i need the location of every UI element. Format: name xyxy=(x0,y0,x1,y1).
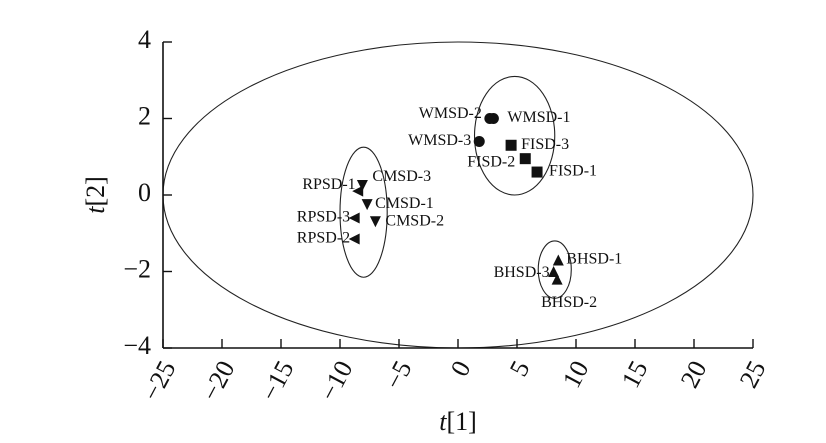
point-bhsd-2 xyxy=(551,273,563,285)
point-label-wmsd-2: WMSD-2 xyxy=(419,105,482,122)
x-tick-label: 15 xyxy=(616,356,654,393)
point-fisd-1 xyxy=(531,166,543,178)
point-label-wmsd-1: WMSD-1 xyxy=(507,109,570,126)
ellipses-layer xyxy=(162,41,754,349)
point-fisd-3 xyxy=(505,139,517,151)
x-tick-label: −5 xyxy=(379,356,418,394)
y-tick-label: 2 xyxy=(138,101,151,130)
x-tick-label: 0 xyxy=(445,356,477,381)
y-tick-label: 4 xyxy=(138,25,151,54)
point-label-bhsd-2: BHSD-2 xyxy=(541,294,597,311)
y-tick-label: −4 xyxy=(123,331,151,360)
point-rpsd-3 xyxy=(348,212,360,224)
point-label-fisd-2: FISD-2 xyxy=(467,153,515,170)
point-label-cmsd-2: CMSD-2 xyxy=(385,212,444,229)
point-fisd-2 xyxy=(519,153,531,165)
y-axis-title: t[2] xyxy=(81,176,110,214)
point-cmsd-2 xyxy=(369,216,381,228)
point-bhsd-3 xyxy=(548,266,560,277)
point-rpsd-1 xyxy=(352,185,364,197)
point-rpsd-2 xyxy=(348,233,360,245)
point-label-bhsd-1: BHSD-1 xyxy=(566,251,622,268)
point-label-rpsd-3: RPSD-3 xyxy=(297,209,350,226)
y-axis-title-italic: t xyxy=(81,206,110,214)
point-cmsd-1 xyxy=(361,199,373,211)
y-tick-label: 0 xyxy=(138,178,151,207)
x-axis-title-suffix: [1] xyxy=(446,407,476,436)
point-label-rpsd-1: RPSD-1 xyxy=(302,176,355,193)
point-label-rpsd-2: RPSD-2 xyxy=(297,230,350,247)
x-tick-label: −10 xyxy=(314,356,359,406)
point-wmsd-3 xyxy=(473,135,485,147)
point-label-bhsd-3: BHSD-3 xyxy=(494,264,550,281)
x-tick-label: 20 xyxy=(675,356,713,393)
point-label-cmsd-3: CMSD-3 xyxy=(372,168,431,185)
hotelling-ellipse-ellipse xyxy=(162,41,754,349)
x-axis-title: t[1] xyxy=(439,407,477,436)
x-tick-label: 10 xyxy=(557,356,595,393)
axes xyxy=(162,42,753,349)
point-label-cmsd-1: CMSD-1 xyxy=(375,195,434,212)
y-axis-title-suffix: [2] xyxy=(81,176,110,206)
cmsd-rpsd-group-ellipse xyxy=(339,146,388,278)
x-axis-title-italic: t xyxy=(439,407,447,436)
x-tick-label: −25 xyxy=(137,356,182,406)
bhsd-group-ellipse xyxy=(537,240,572,299)
wmsd-fisd-group-ellipse xyxy=(473,75,556,196)
point-cmsd-3 xyxy=(356,179,368,191)
point-label-fisd-3: FISD-3 xyxy=(521,136,569,153)
x-tick-label: −15 xyxy=(255,356,300,406)
x-tick-label: 25 xyxy=(734,356,772,393)
point-label-fisd-1: FISD-1 xyxy=(549,163,597,180)
x-tick-label: 5 xyxy=(504,356,536,381)
point-wmsd-2 xyxy=(484,113,496,124)
points-layer xyxy=(348,113,564,285)
point-bhsd-1 xyxy=(552,254,564,266)
y-tick-label: −2 xyxy=(123,254,151,283)
x-tick-label: −20 xyxy=(196,356,241,406)
point-label-wmsd-3: WMSD-3 xyxy=(408,132,471,149)
